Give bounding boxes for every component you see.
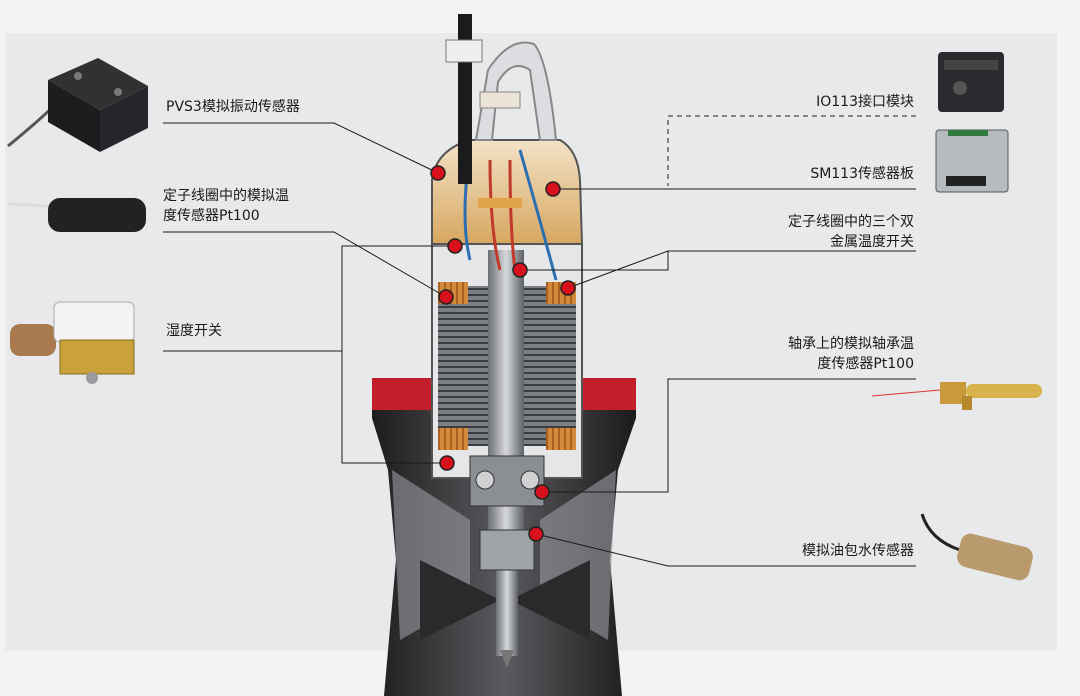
label-bearing-line1: 轴承上的模拟轴承温 [788,336,914,352]
io113-module-image [938,52,1004,112]
marker-vibration [430,165,446,181]
label-stator-pt100-line1: 定子线圈中的模拟温 [163,188,289,204]
callout-humidity [163,245,455,352]
marker-bimetal-right [560,280,576,296]
pt100-probe-image [7,198,146,232]
marker-water-in-oil [528,526,544,542]
label-bearing-pt100: 轴承上的模拟轴承温 度传感器Pt100 [788,334,914,374]
label-water-in-oil: 模拟油包水传感器 [802,543,914,559]
marker-stator-left [438,289,454,305]
sensor-markers [430,165,576,542]
marker-humidity-lower [439,455,455,471]
humidity-switch-image [10,301,135,384]
sm113-board-image [935,129,1009,193]
label-stator-pt100: 定子线圈中的模拟温 度传感器Pt100 [163,186,289,226]
label-vibration-sensor: PVS3模拟振动传感器 [166,99,300,115]
label-stator-pt100-line2: 度传感器Pt100 [163,208,260,224]
callout-io113 [667,115,916,186]
callout-bearing [542,378,916,493]
marker-bimetal-center [512,262,528,278]
marker-sm113 [545,181,561,197]
marker-bearing [534,484,550,500]
label-sm113: SM113传感器板 [810,166,914,182]
callout-vibration [163,122,439,174]
water-in-oil-sensor-image [920,513,1033,581]
label-bimetal-line1: 定子线圈中的三个双 [788,214,914,230]
label-bimetal-switches: 定子线圈中的三个双 金属温度开关 [788,212,914,252]
marker-humidity [447,238,463,254]
lifting-bail [445,14,558,184]
callout-lines [163,115,916,567]
callout-water [535,533,916,567]
label-humidity-switch: 湿度开关 [166,323,222,339]
label-bearing-line2: 度传感器Pt100 [817,356,914,372]
callout-bimetal-b [520,251,669,271]
vibration-sensor-image [7,58,148,152]
label-io113: IO113接口模块 [816,94,914,110]
callout-humidity-b [341,351,447,464]
motor-housing [431,243,583,668]
callout-stator-pt100 [163,231,447,298]
bearing-pt100-image [871,382,1042,410]
label-bimetal-line2: 金属温度开关 [830,234,914,250]
